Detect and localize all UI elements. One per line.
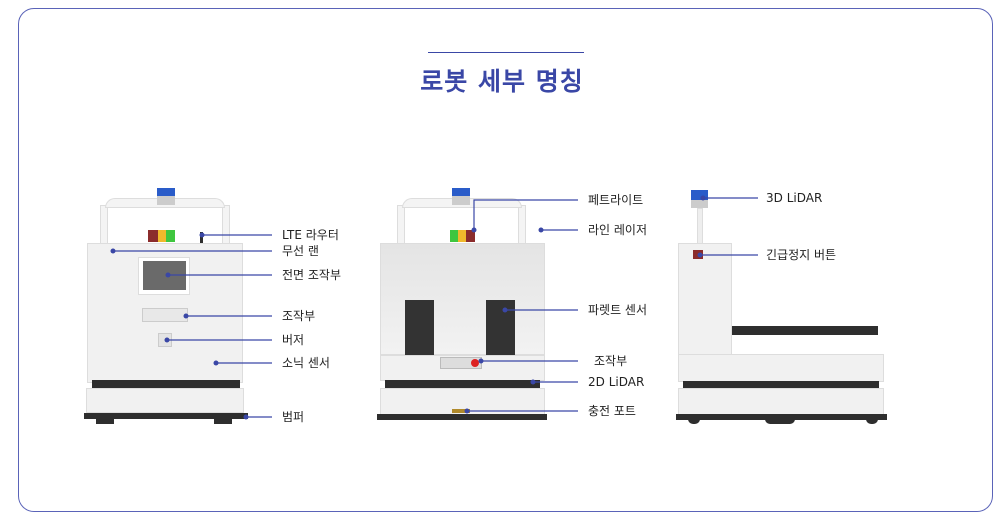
- label-sonic-sensor: 소닉 센서: [282, 356, 330, 370]
- label-2d-lidar: 2D LiDAR: [588, 375, 645, 389]
- label-patlite: 페트라이트: [588, 193, 644, 207]
- robot-parts-card: [18, 8, 993, 512]
- label-charging-port: 충전 포트: [588, 404, 636, 418]
- title-divider: [428, 52, 584, 53]
- label-lte-router: LTE 라우터: [282, 228, 339, 242]
- label-emergency-stop: 긴급정지 버튼: [766, 248, 837, 262]
- label-control-panel-rear: 조작부: [594, 354, 628, 368]
- label-control-panel-front: 조작부: [282, 309, 316, 323]
- page-title: 로봇 세부 명칭: [420, 67, 584, 96]
- label-buzzer: 버저: [282, 333, 305, 347]
- label-front-control-panel: 전면 조작부: [282, 268, 342, 282]
- label-line-laser: 라인 레이저: [588, 223, 648, 237]
- label-bumper: 범퍼: [282, 410, 305, 424]
- label-3d-lidar: 3D LiDAR: [766, 191, 823, 205]
- label-wireless-lan: 무선 랜: [282, 244, 319, 258]
- label-pallet-sensor: 파렛트 센서: [588, 303, 648, 317]
